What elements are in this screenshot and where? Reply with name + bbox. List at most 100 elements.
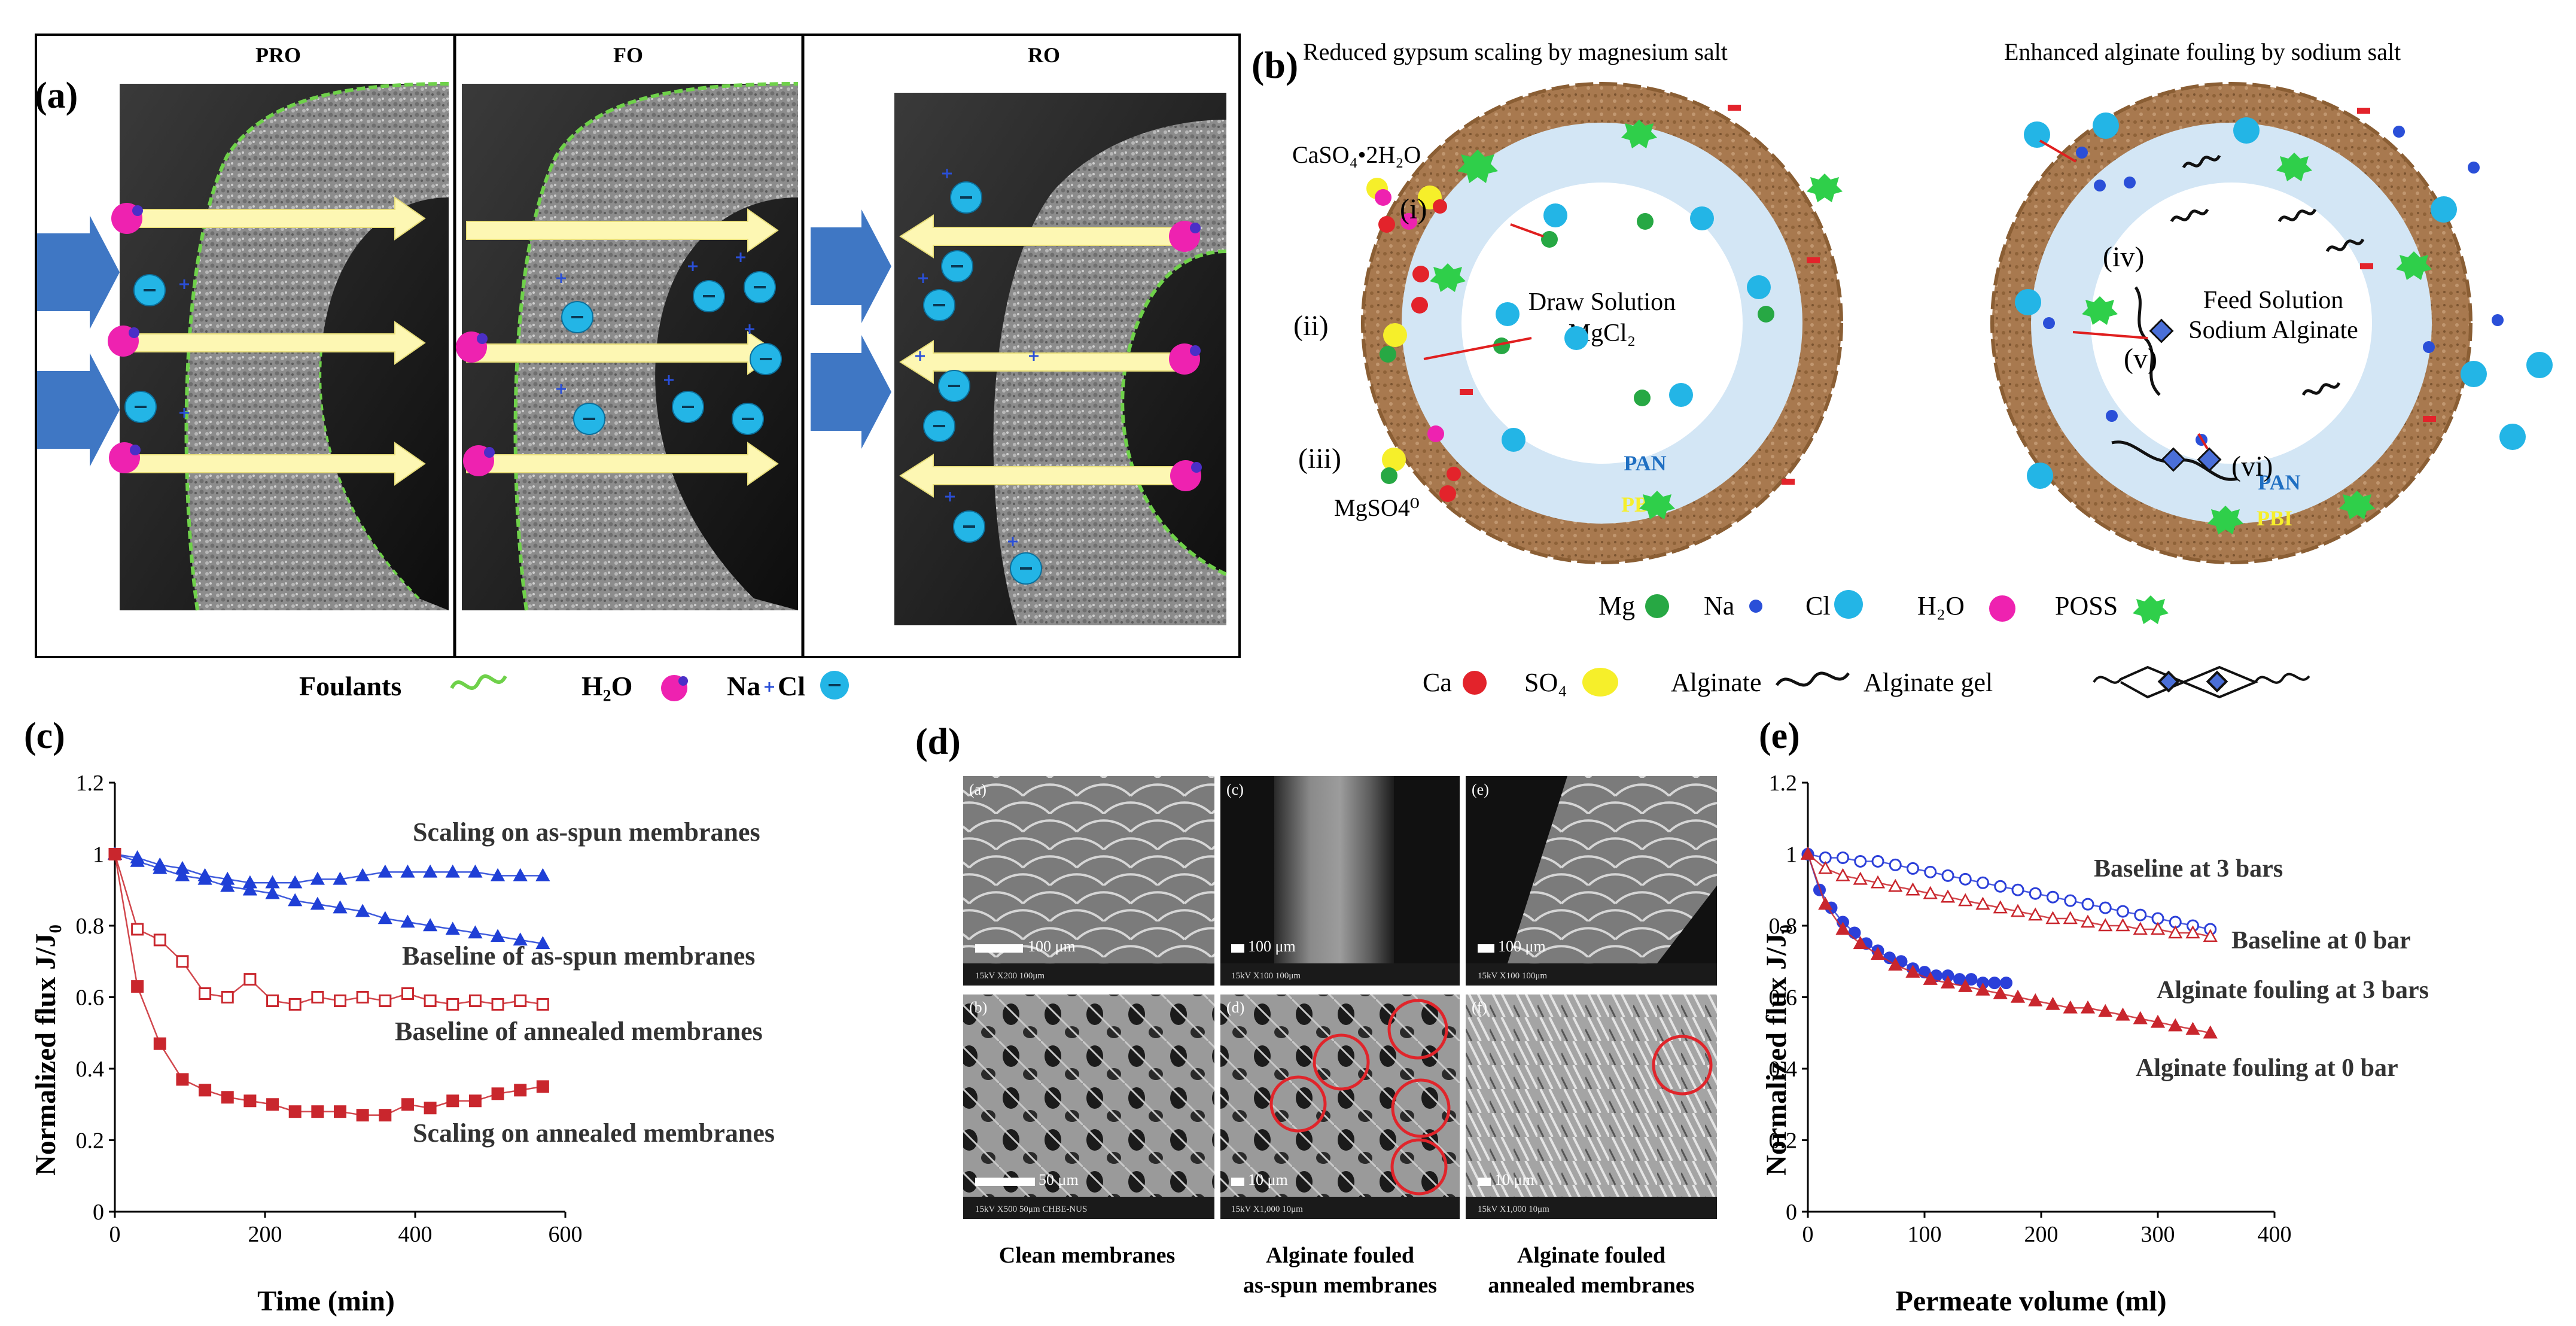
- data-point: [1905, 965, 1920, 978]
- tile-f-info: 15kV X1,000 10μm: [1478, 1205, 1549, 1214]
- h2o-icon: [661, 675, 688, 701]
- y-tick-label: 0.8: [1769, 914, 1798, 939]
- legend-alginate-label: Alginate: [1671, 668, 1762, 697]
- tile-f-scale: 10 μm: [1494, 1171, 1534, 1188]
- mgso4-formula: MgSO4⁰: [1334, 494, 1420, 521]
- data-point: [176, 955, 189, 968]
- data-point: [199, 1084, 212, 1097]
- x-tick-label: 100: [1908, 1222, 1942, 1247]
- data-point: [355, 868, 370, 881]
- data-point: [2098, 1003, 2113, 1017]
- data-point: [379, 1109, 392, 1122]
- data-point: [288, 997, 302, 1011]
- so4-icon: [1582, 668, 1618, 697]
- data-point: [445, 921, 460, 935]
- data-point: [535, 868, 550, 881]
- data-point: [1993, 900, 2008, 914]
- data-point: [1853, 936, 1868, 950]
- data-point: [490, 929, 506, 942]
- legend-mg-label: Mg: [1598, 591, 1635, 621]
- data-point: [2063, 1000, 2078, 1014]
- data-point: [153, 860, 168, 874]
- data-point: [468, 994, 482, 1007]
- h2o-molecules: [108, 203, 1202, 491]
- data-point: [2080, 1000, 2096, 1014]
- data-point: [1835, 921, 1850, 935]
- h2o-icon: [1989, 595, 2015, 622]
- ro-pressure-arrows: [811, 209, 891, 449]
- data-point: [2000, 977, 2012, 990]
- y-tick-label: 0.4: [1769, 1057, 1798, 1082]
- data-point: [490, 868, 506, 881]
- data-point: [2029, 887, 2042, 900]
- data-point: [2045, 996, 2060, 1010]
- sem-tile-labels: (a) (c) (e) (b) (d) (f) 100 μm 100 μm 10…: [969, 781, 1546, 1188]
- series-label-fouling-0bar: Alginate fouling at 0 bar: [2136, 1054, 2398, 1082]
- data-point: [266, 1098, 279, 1111]
- data-point: [153, 933, 166, 947]
- data-point: [288, 1105, 302, 1118]
- series-label-baseline-3bar: Baseline at 3 bars: [2094, 855, 2283, 883]
- sem-tile-a: [963, 776, 1214, 986]
- data-point: [536, 1080, 549, 1093]
- data-point: [265, 886, 280, 899]
- panel-a-label: (a): [35, 75, 78, 116]
- legend-na-label: Na: [727, 671, 760, 701]
- data-point: [108, 848, 121, 860]
- data-point: [1800, 846, 1816, 860]
- y-tick-label: 0: [93, 1200, 104, 1225]
- data-point: [446, 997, 459, 1011]
- data-point: [468, 1094, 482, 1108]
- x-tick-label: 300: [2141, 1222, 2175, 1247]
- data-point: [1871, 854, 1884, 868]
- tile-d-scale: 10 μm: [1248, 1171, 1288, 1188]
- tile-c-scale: 100 μm: [1248, 938, 1296, 955]
- data-point: [220, 878, 235, 892]
- data-point: [422, 918, 438, 932]
- data-point: [2047, 890, 2059, 904]
- cl-icon: [1834, 590, 1863, 619]
- panel-d: (d): [915, 706, 1777, 1323]
- gypsum-formula: CaSO₄•2H₂O: [1292, 141, 1421, 168]
- data-point: [491, 997, 504, 1011]
- x-tick-label: 200: [248, 1222, 282, 1247]
- panel-a-frame: [35, 34, 1241, 658]
- y-tick-label: 0.2: [76, 1129, 105, 1154]
- tile-e-info: 15kV X100 100μm: [1478, 971, 1547, 981]
- series-label-baseline-as-spun: Baseline of as-spun membranes: [402, 941, 755, 971]
- data-point: [2134, 908, 2147, 921]
- data-point: [1975, 896, 1990, 910]
- x-tick-label: 200: [2024, 1222, 2059, 1247]
- data-point: [334, 994, 346, 1007]
- right-title: Enhanced alginate fouling by sodium salt: [2004, 38, 2401, 65]
- tile-b-scale: 50 μm: [1039, 1171, 1079, 1188]
- data-point: [536, 997, 549, 1011]
- data-point: [310, 896, 325, 910]
- data-point: [401, 1098, 414, 1111]
- legend-cl-label: Cl: [778, 671, 805, 701]
- marker-i: (i): [1400, 193, 1427, 225]
- data-point: [130, 853, 145, 867]
- data-point: [2168, 925, 2183, 939]
- series-label-baseline-0bar: Baseline at 0 bar: [2231, 927, 2411, 954]
- caption-clean: Clean membranes: [999, 1243, 1175, 1268]
- na-ions: [179, 169, 1039, 546]
- cl-icon: [820, 671, 849, 700]
- y-tick-label: 0.8: [76, 914, 105, 939]
- data-point: [2185, 925, 2200, 939]
- y-tick-label: 0: [1786, 1200, 1797, 1225]
- data-point: [1888, 957, 1903, 971]
- alginate-icon: [1775, 671, 1850, 687]
- data-point: [1941, 869, 1954, 882]
- data-point: [288, 875, 303, 889]
- legend-h2o-label: H₂O: [1917, 591, 1965, 621]
- feed-solution-salt: Sodium Alginate: [2188, 317, 2358, 344]
- data-point: [379, 994, 392, 1007]
- x-tick-label: 0: [109, 1222, 121, 1247]
- right-ions: [2015, 108, 2553, 534]
- chart-c-marks: [107, 846, 550, 1122]
- data-point: [1959, 872, 1972, 886]
- data-point: [333, 900, 348, 914]
- data-point: [468, 925, 483, 939]
